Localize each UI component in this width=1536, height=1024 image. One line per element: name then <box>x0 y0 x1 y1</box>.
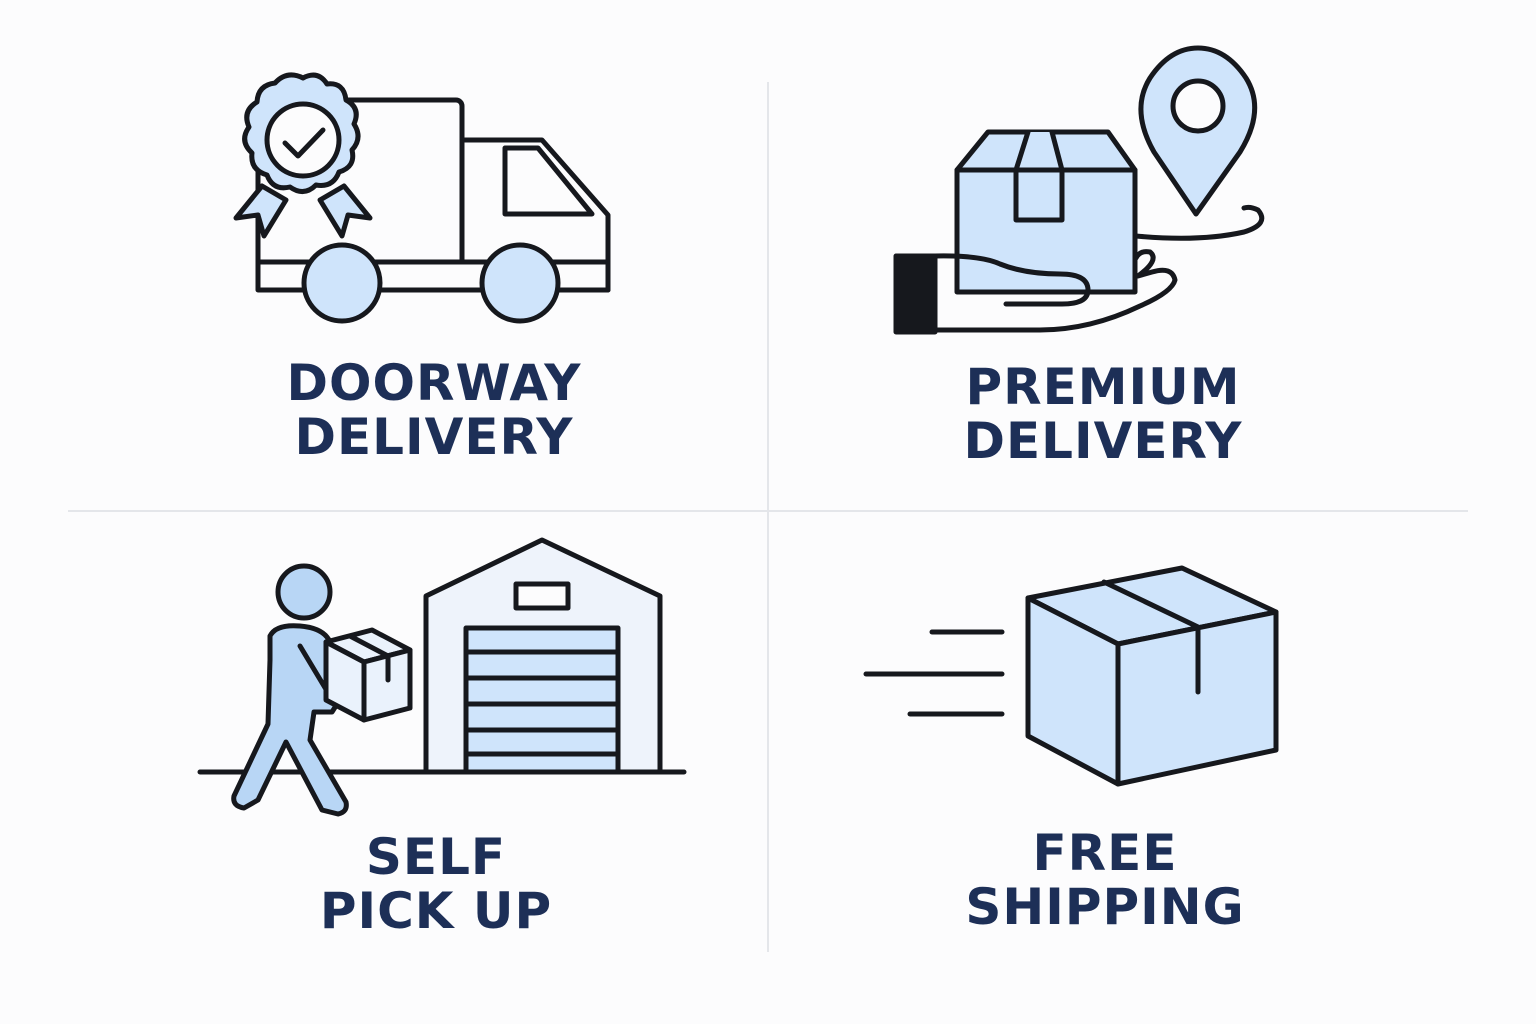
label-line-1: DOORWAY <box>286 354 582 412</box>
delivery-truck-with-badge-icon <box>233 72 611 324</box>
label-line-1: FREE <box>1032 824 1178 882</box>
label-line-2: DELIVERY <box>294 408 574 466</box>
vertical-divider <box>767 82 769 952</box>
label-line-2: PICK UP <box>319 882 553 940</box>
label-line-1: SELF <box>365 828 507 886</box>
free-shipping-label: FREE SHIPPING <box>905 826 1305 934</box>
self-pick-up-label: SELF PICK UP <box>236 830 636 938</box>
horizontal-divider <box>68 510 1468 512</box>
label-line-1: PREMIUM <box>965 358 1241 416</box>
label-line-2: DELIVERY <box>963 412 1243 470</box>
premium-delivery-label: PREMIUM DELIVERY <box>903 360 1303 468</box>
doorway-delivery-label: DOORWAY DELIVERY <box>234 356 634 464</box>
label-line-2: SHIPPING <box>965 878 1245 936</box>
tile-doorway-delivery: DOORWAY DELIVERY <box>0 0 767 510</box>
